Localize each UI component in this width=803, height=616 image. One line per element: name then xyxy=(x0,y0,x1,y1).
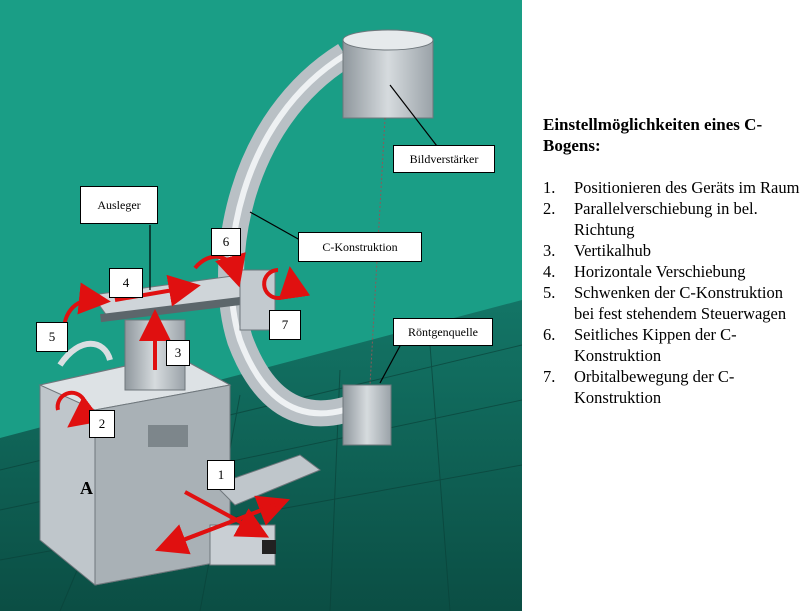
marker-1: 1 xyxy=(207,460,235,490)
c-arm-illustration: Bildverstärker Ausleger C-Konstruktion R… xyxy=(0,0,523,612)
adjustment-list: 1.Positionieren des Geräts im Raum 2.Par… xyxy=(543,177,801,408)
callout-ausleger: Ausleger xyxy=(80,186,158,224)
list-item: 1.Positionieren des Geräts im Raum xyxy=(543,178,800,197)
list-item: 5.Schwenken der C-Konstruktion bei fest … xyxy=(543,283,787,323)
arrow-1b xyxy=(184,490,270,538)
arrow-6 xyxy=(193,252,246,288)
scene-drawing xyxy=(0,0,523,612)
list-item: 4.Horizontale Verschiebung xyxy=(543,262,746,281)
handle xyxy=(57,340,113,367)
arrow-7 xyxy=(262,266,311,301)
adjustment-options-panel: Einstellmöglichkeiten eines C-Bogens: 1.… xyxy=(543,114,801,408)
callout-roentgenquelle: Röntgenquelle xyxy=(393,318,493,346)
marker-7: 7 xyxy=(269,310,301,340)
wheel-arm xyxy=(214,454,322,506)
marker-6: 6 xyxy=(211,228,241,256)
callout-pointers xyxy=(149,84,441,384)
marker-5: 5 xyxy=(36,322,68,352)
device-label: A xyxy=(80,478,93,498)
arrow-2 xyxy=(55,390,103,428)
vent xyxy=(148,425,188,447)
motion-arrows xyxy=(55,252,311,555)
callout-c-konstruktion: C-Konstruktion xyxy=(298,232,422,262)
callout-bildverstaerker: Bildverstärker xyxy=(393,145,495,173)
list-item: 3.Vertikalhub xyxy=(543,241,651,260)
list-item: 2.Parallelverschiebung in bel. Richtung xyxy=(543,199,758,239)
list-item: 7.Orbitalbewegung der C-Konstruktion xyxy=(543,367,735,407)
marker-2: 2 xyxy=(89,410,115,438)
image-intensifier xyxy=(342,39,434,119)
marker-4: 4 xyxy=(109,268,143,298)
marker-3: 3 xyxy=(166,340,190,366)
panel-title: Einstellmöglichkeiten eines C-Bogens: xyxy=(543,115,763,155)
c-arc-highlight xyxy=(228,52,372,417)
arrow-4 xyxy=(114,274,201,307)
list-item: 6.Seitliches Kippen der C-Konstruktion xyxy=(543,325,737,365)
xray-source xyxy=(342,384,392,446)
